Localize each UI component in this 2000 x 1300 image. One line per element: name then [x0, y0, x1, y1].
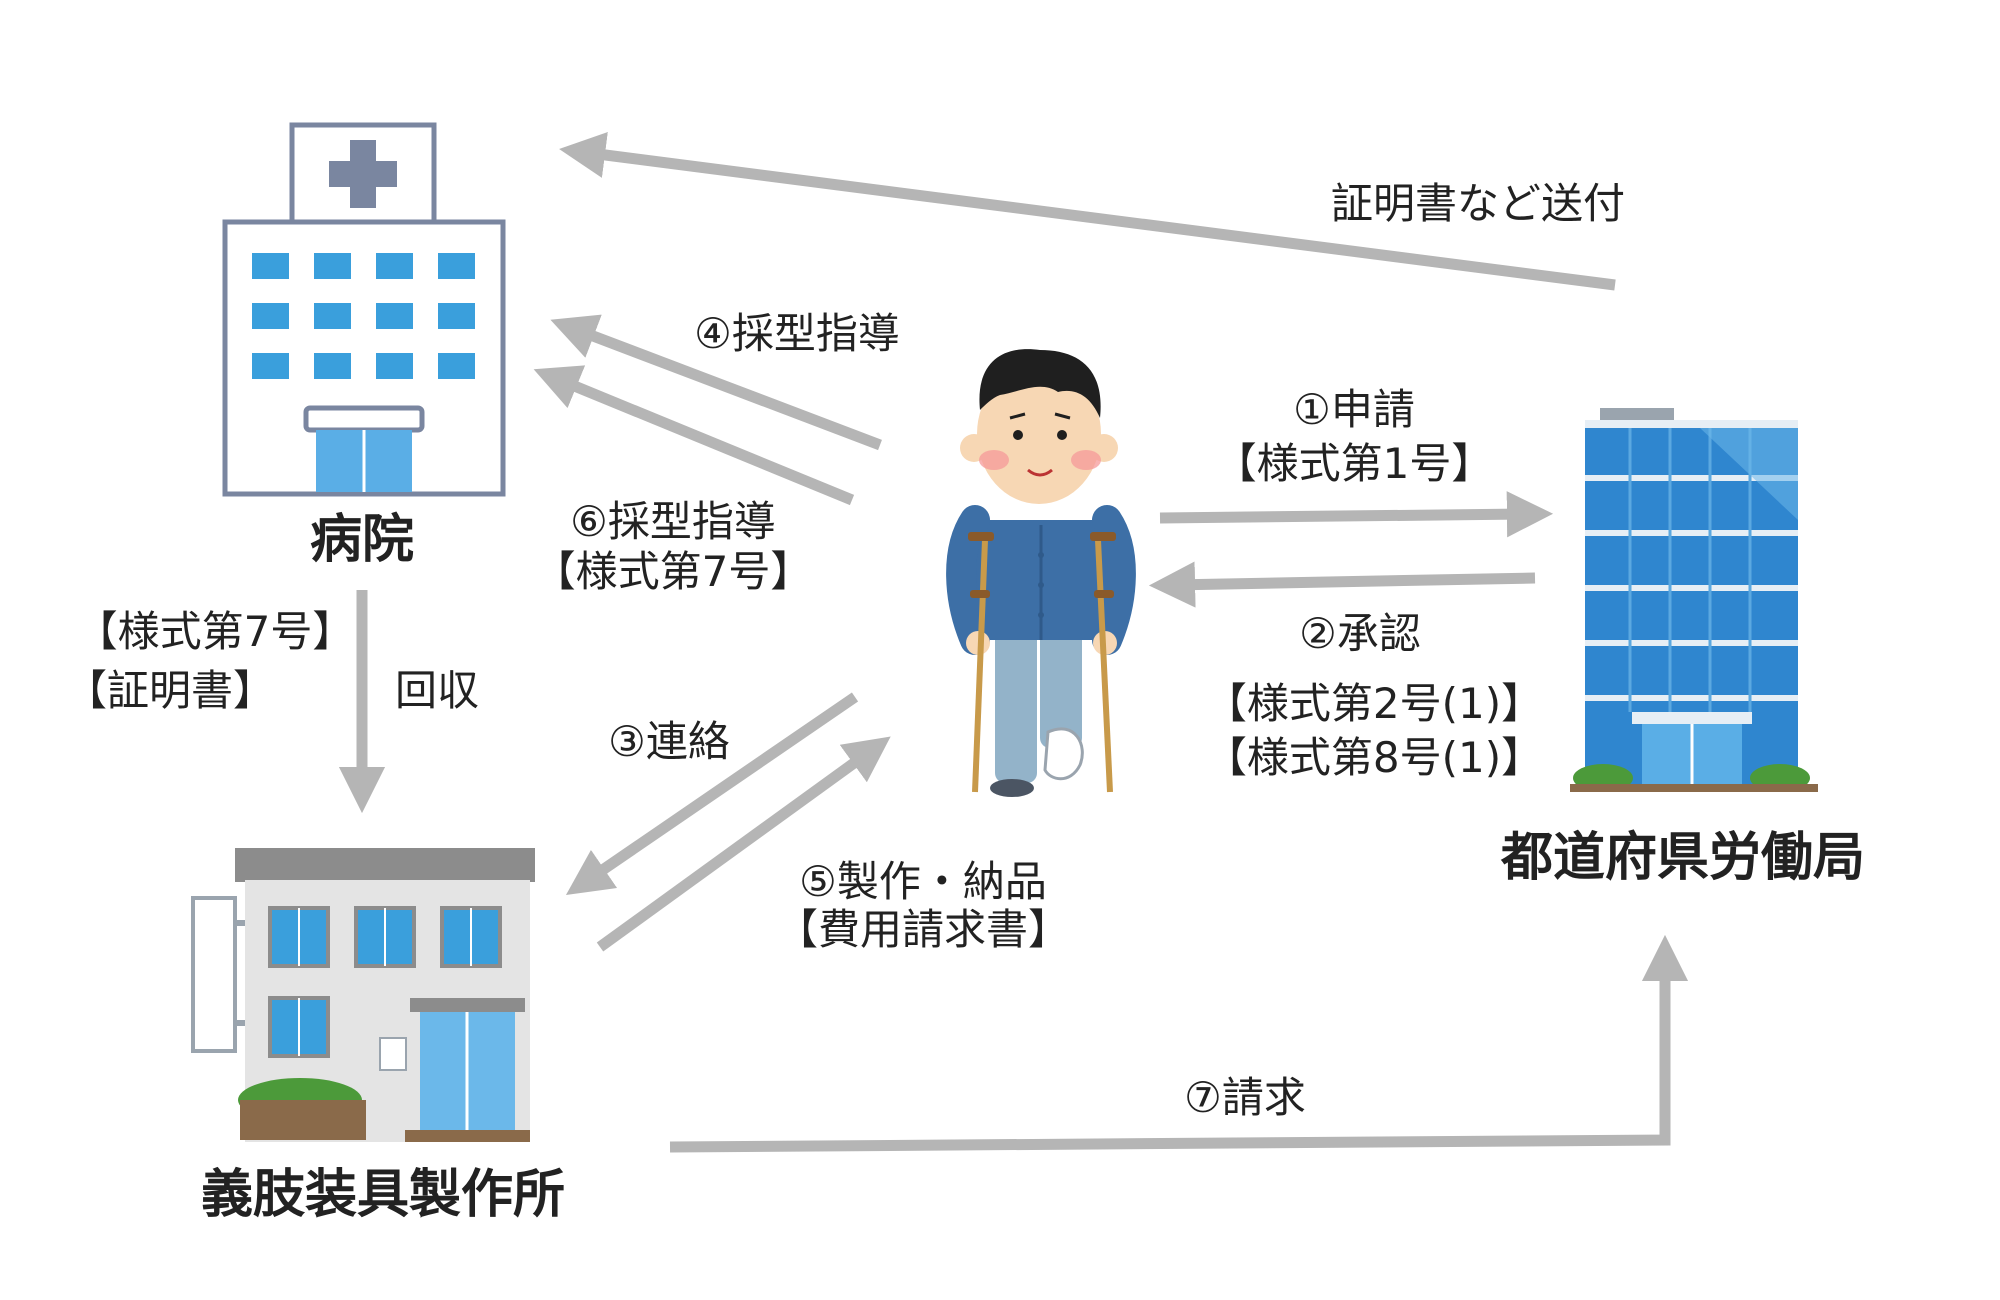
- step6-label-line1: ⑥採型指導: [570, 497, 776, 546]
- workshop-building-icon: [191, 848, 535, 1142]
- step2-label-line2: 【様式第2号(1)】: [1205, 679, 1543, 728]
- arrow-step3: [565, 692, 859, 896]
- step3-label: ③連絡: [608, 717, 730, 766]
- collect-docs-line1: 【様式第7号】: [76, 607, 355, 656]
- collect-docs-line2: 【証明書】: [65, 666, 275, 715]
- workshop-label: 義肢装具製作所: [201, 1165, 565, 1225]
- arrow-certificate-send: [559, 132, 1616, 291]
- step2-label-line3: 【様式第8号(1)】: [1205, 733, 1543, 782]
- hospital-icon: [222, 122, 506, 497]
- arrows: [338, 132, 1689, 1153]
- collect-label: 回収: [395, 666, 479, 715]
- step1-label-line1: ①申請: [1293, 385, 1415, 434]
- person-with-crutches-icon: [946, 349, 1136, 797]
- step5-label-line1: ⑤製作・納品: [799, 857, 1047, 906]
- office-building-icon: [1570, 408, 1818, 792]
- hospital-label: 病院: [310, 510, 414, 570]
- bureau-label: 都道府県労働局: [1500, 828, 1865, 888]
- arrow-step6: [533, 365, 855, 506]
- arrow-step4: [550, 314, 882, 451]
- arrow-step2: [1148, 561, 1536, 608]
- step1-label-line2: 【様式第1号】: [1215, 439, 1494, 488]
- certificate-send-label: 証明書など送付: [1331, 179, 1625, 228]
- step7-label: ⑦請求: [1184, 1073, 1306, 1122]
- arrow-step7: [669, 934, 1689, 1153]
- step4-label: ④採型指導: [694, 309, 900, 358]
- arrow-step5: [596, 736, 891, 952]
- step2-label-line1: ②承認: [1299, 609, 1421, 658]
- arrow-step1: [1159, 491, 1554, 538]
- step5-label-line2: 【費用請求書】: [776, 905, 1070, 954]
- step6-label-line2: 【様式第7号】: [534, 547, 813, 596]
